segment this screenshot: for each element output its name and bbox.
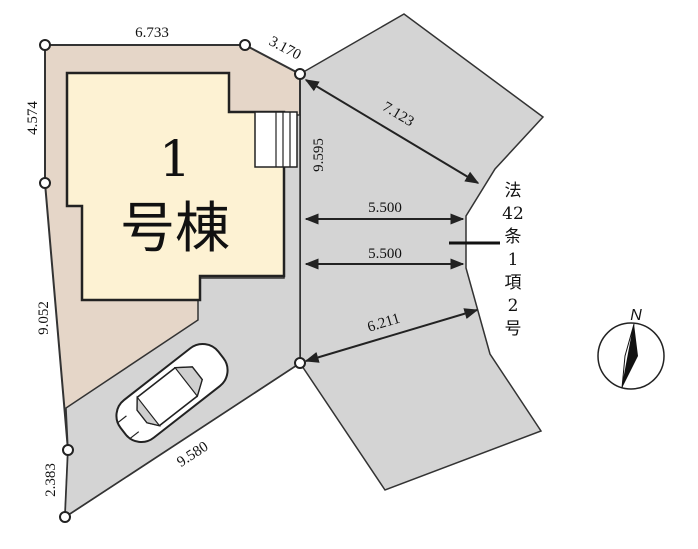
dim-road-width-upper: 5.500 xyxy=(368,200,402,216)
road-note-char: 42 xyxy=(502,204,524,224)
corner-marker xyxy=(59,511,71,523)
dim-road-width-lower: 5.500 xyxy=(368,246,402,262)
corner-marker xyxy=(62,444,74,456)
arrow-upper-diagonal xyxy=(304,79,480,184)
corner-marker xyxy=(39,39,51,51)
compass-label: N xyxy=(630,307,642,324)
road-note-char: 号 xyxy=(505,319,522,339)
lot-corner-markers xyxy=(39,39,306,523)
building-number: 1 xyxy=(159,130,191,188)
dim-left-upper: 4.574 xyxy=(25,101,41,135)
road-note-char: 項 xyxy=(505,273,522,293)
road-note-char: 法 xyxy=(505,181,522,201)
entrance-steps xyxy=(254,111,298,168)
dim-left-middle: 9.052 xyxy=(36,301,52,335)
dim-top: 6.733 xyxy=(135,25,169,41)
road-note: 法 42 条 1 項 2 号 xyxy=(502,181,524,339)
building-footprint xyxy=(65,71,286,302)
road-note-char: 2 xyxy=(508,296,519,316)
car-icon xyxy=(115,342,229,444)
road-note-char: 条 xyxy=(505,227,522,247)
dim-bottom: 9.580 xyxy=(174,439,211,471)
north-arrow-icon: N xyxy=(597,307,665,390)
road-area xyxy=(299,13,545,491)
road-note-char: 1 xyxy=(508,250,519,270)
corner-marker xyxy=(294,357,306,369)
corner-marker xyxy=(239,39,251,51)
arrow-lower-diagonal xyxy=(304,308,479,363)
dim-right: 9.595 xyxy=(311,138,327,172)
corner-marker xyxy=(294,68,306,80)
road-dimension-arrows xyxy=(304,79,480,363)
corner-marker xyxy=(39,177,51,189)
building-label: 号棟 xyxy=(120,196,230,260)
dim-left-lower: 2.383 xyxy=(43,463,59,497)
